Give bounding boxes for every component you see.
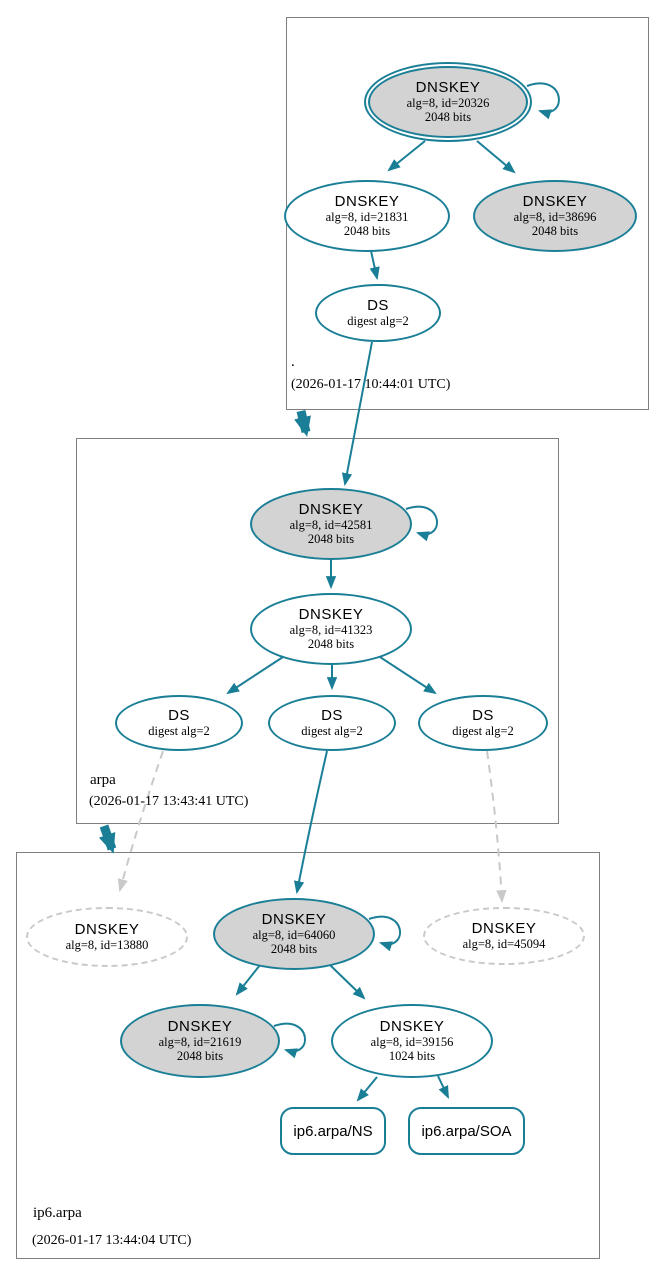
node-alg-id: alg=8, id=42581: [289, 518, 373, 533]
node-type-label: DNSKEY: [167, 1017, 233, 1035]
edge-arpazsk-to-dsleft: [226, 656, 284, 695]
node-dnskey-64060-ksk: DNSKEY alg=8, id=64060 2048 bits: [213, 898, 375, 970]
node-ds-arpa-left: DS digest alg=2: [115, 695, 243, 751]
node-type-label: DNSKEY: [298, 605, 364, 623]
zone-name-ip6-arpa: ip6.arpa: [33, 1205, 82, 1221]
node-type-label: DNSKEY: [415, 78, 481, 96]
node-alg-id: alg=8, id=41323: [289, 623, 373, 638]
node-type-label: DS: [367, 296, 389, 314]
edge-rootksk-to-rootzsk: [387, 140, 426, 172]
self-sign-loop-21619: [273, 1022, 307, 1059]
zone-timestamp-arpa: (2026-01-17 13:43:41 UTC): [89, 794, 249, 809]
edge-dsleft-to-13880-bogus: [117, 750, 164, 893]
cluster-ip6-arpa-zone: [16, 852, 600, 1259]
zone-timestamp-root: (2026-01-17 10:44:01 UTC): [291, 377, 451, 392]
edge-rootksk-to-38696: [476, 140, 516, 174]
node-ds-arpa-right: DS digest alg=2: [418, 695, 548, 751]
delegation-arrow-root-to-arpa: [294, 409, 311, 437]
edge-rootzsk-to-rootds: [369, 250, 380, 281]
node-type-label: DNSKEY: [298, 500, 364, 518]
node-alg-id: alg=8, id=38696: [513, 210, 597, 225]
edge-ip6zsk-to-ns: [356, 1076, 378, 1102]
node-bits: 2048 bits: [176, 1049, 224, 1064]
node-alg-id: alg=8, id=20326: [406, 96, 490, 111]
node-dnskey-38696: DNSKEY alg=8, id=38696 2048 bits: [473, 180, 637, 252]
node-type-label: DNSKEY: [74, 920, 140, 938]
node-type-label: DS: [168, 706, 190, 724]
rrset-ip6-arpa-ns: ip6.arpa/NS: [280, 1107, 386, 1155]
cluster-arpa-zone: [76, 438, 559, 824]
node-type-label: DNSKEY: [379, 1017, 445, 1035]
node-digest-alg: digest alg=2: [452, 724, 514, 739]
edge-ip6zsk-to-soa: [437, 1075, 449, 1099]
zone-timestamp-ip6-arpa: (2026-01-17 13:44:04 UTC): [32, 1233, 192, 1248]
node-digest-alg: digest alg=2: [347, 314, 409, 329]
node-bits: 1024 bits: [388, 1049, 436, 1064]
node-bits: 2048 bits: [424, 110, 472, 125]
zone-name-arpa: arpa: [90, 772, 116, 788]
node-alg-id: alg=8, id=13880: [65, 938, 149, 953]
edge-ip6ksk-to-21619: [235, 964, 261, 996]
node-alg-id: alg=8, id=45094: [462, 937, 546, 952]
node-type-label: DS: [472, 706, 494, 724]
node-ds-arpa-mid: DS digest alg=2: [268, 695, 396, 751]
node-dnskey-21831: DNSKEY alg=8, id=21831 2048 bits: [284, 180, 450, 252]
node-alg-id: alg=8, id=21619: [158, 1035, 242, 1050]
edge-rootds-to-arpaksk: [341, 341, 373, 487]
node-dnskey-39156: DNSKEY alg=8, id=39156 1024 bits: [331, 1004, 493, 1078]
edge-arpazsk-to-dsright: [379, 656, 437, 695]
node-alg-id: alg=8, id=64060: [252, 928, 336, 943]
node-alg-id: alg=8, id=21831: [325, 210, 409, 225]
node-bits: 2048 bits: [531, 224, 579, 239]
node-dnskey-13880-ghost: DNSKEY alg=8, id=13880: [26, 907, 188, 967]
delegation-arrow-arpa-to-ip6: [98, 824, 117, 854]
node-dnskey-21619: DNSKEY alg=8, id=21619 2048 bits: [120, 1004, 280, 1078]
node-type-label: DNSKEY: [471, 919, 537, 937]
node-type-label: DNSKEY: [522, 192, 588, 210]
node-dnskey-42581-ksk: DNSKEY alg=8, id=42581 2048 bits: [250, 488, 412, 560]
node-digest-alg: digest alg=2: [148, 724, 210, 739]
zone-name-root: .: [291, 354, 295, 370]
edge-dsright-to-45094-bogus: [486, 750, 507, 904]
node-dnskey-45094-ghost: DNSKEY alg=8, id=45094: [423, 907, 585, 965]
edge-dsmid-to-ip6ksk: [293, 750, 328, 895]
node-bits: 2048 bits: [343, 224, 391, 239]
self-sign-loop-64060: [368, 915, 402, 952]
node-bits: 2048 bits: [307, 532, 355, 547]
node-type-label: DNSKEY: [334, 192, 400, 210]
node-type-label: DNSKEY: [261, 910, 327, 928]
self-sign-loop-20326: [526, 82, 560, 120]
node-type-label: DS: [321, 706, 343, 724]
node-bits: 2048 bits: [270, 942, 318, 957]
node-digest-alg: digest alg=2: [301, 724, 363, 739]
node-bits: 2048 bits: [307, 637, 355, 652]
self-sign-loop-42581: [405, 505, 439, 542]
node-dnskey-41323: DNSKEY alg=8, id=41323 2048 bits: [250, 593, 412, 665]
edge-ip6ksk-to-ip6zsk: [329, 964, 366, 1000]
node-ds-root: DS digest alg=2: [315, 284, 441, 342]
node-alg-id: alg=8, id=39156: [370, 1035, 454, 1050]
node-dnskey-20326-ksk: DNSKEY alg=8, id=20326 2048 bits: [368, 66, 528, 138]
rrset-ip6-arpa-soa: ip6.arpa/SOA: [408, 1107, 525, 1155]
